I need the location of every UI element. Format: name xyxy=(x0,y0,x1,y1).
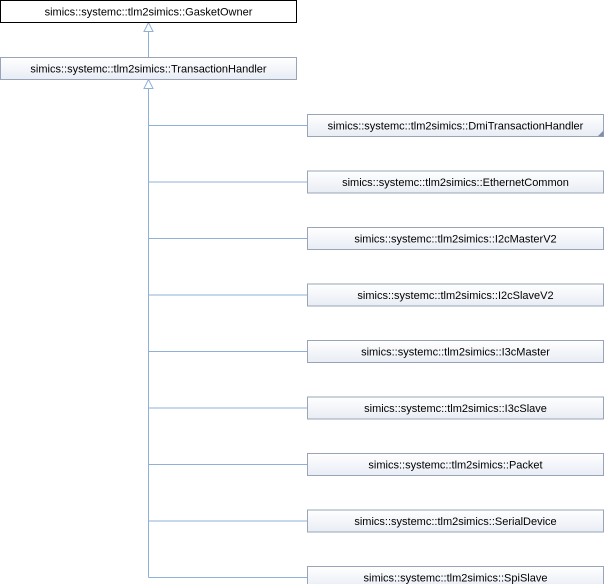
node-i3c-master-label: simics::systemc::tlm2simics::I3cMaster xyxy=(361,347,550,359)
node-dmi-transaction-handler-label: simics::systemc::tlm2simics::DmiTransact… xyxy=(328,121,584,133)
node-i3c-master[interactable]: simics::systemc::tlm2simics::I3cMaster xyxy=(307,340,604,363)
node-i2c-master-v2-label: simics::systemc::tlm2simics::I2cMasterV2 xyxy=(354,234,556,246)
inheritance-edges xyxy=(143,21,308,578)
node-serial-device[interactable]: simics::systemc::tlm2simics::SerialDevic… xyxy=(307,509,604,533)
node-ethernet-common[interactable]: simics::systemc::tlm2simics::EthernetCom… xyxy=(307,170,604,194)
node-serial-device-label: simics::systemc::tlm2simics::SerialDevic… xyxy=(354,516,556,528)
node-transaction-handler-box xyxy=(0,57,297,80)
node-dmi-transaction-handler-more-indicator xyxy=(597,130,604,137)
node-i3c-slave-label: simics::systemc::tlm2simics::I3cSlave xyxy=(364,403,547,415)
node-dmi-transaction-handler[interactable]: simics::systemc::tlm2simics::DmiTransact… xyxy=(307,114,604,137)
node-packet-label: simics::systemc::tlm2simics::Packet xyxy=(368,460,542,472)
node-spi-slave[interactable]: simics::systemc::tlm2simics::SpiSlave xyxy=(307,566,604,584)
node-i2c-slave-v2[interactable]: simics::systemc::tlm2simics::I2cSlaveV2 xyxy=(307,283,604,307)
node-ethernet-common-label: simics::systemc::tlm2simics::EthernetCom… xyxy=(342,177,569,189)
node-i3c-slave[interactable]: simics::systemc::tlm2simics::I3cSlave xyxy=(307,396,604,420)
node-gasket-owner-label: simics::systemc::tlm2simics::GasketOwner xyxy=(45,7,253,19)
node-transaction-handler-label: simics::systemc::tlm2simics::Transaction… xyxy=(30,64,266,76)
node-gasket-owner-box xyxy=(0,0,297,23)
arrow-gasket-owner xyxy=(143,21,154,32)
node-i2c-master-v2[interactable]: simics::systemc::tlm2simics::I2cMasterV2 xyxy=(307,227,604,250)
node-transaction-handler[interactable]: simics::systemc::tlm2simics::Transaction… xyxy=(0,57,297,80)
node-gasket-owner[interactable]: simics::systemc::tlm2simics::GasketOwner xyxy=(0,0,297,23)
node-spi-slave-label: simics::systemc::tlm2simics::SpiSlave xyxy=(364,573,548,584)
node-packet[interactable]: simics::systemc::tlm2simics::Packet xyxy=(307,453,604,476)
arrow-transaction-handler xyxy=(143,78,154,89)
node-i2c-slave-v2-label: simics::systemc::tlm2simics::I2cSlaveV2 xyxy=(357,290,553,302)
